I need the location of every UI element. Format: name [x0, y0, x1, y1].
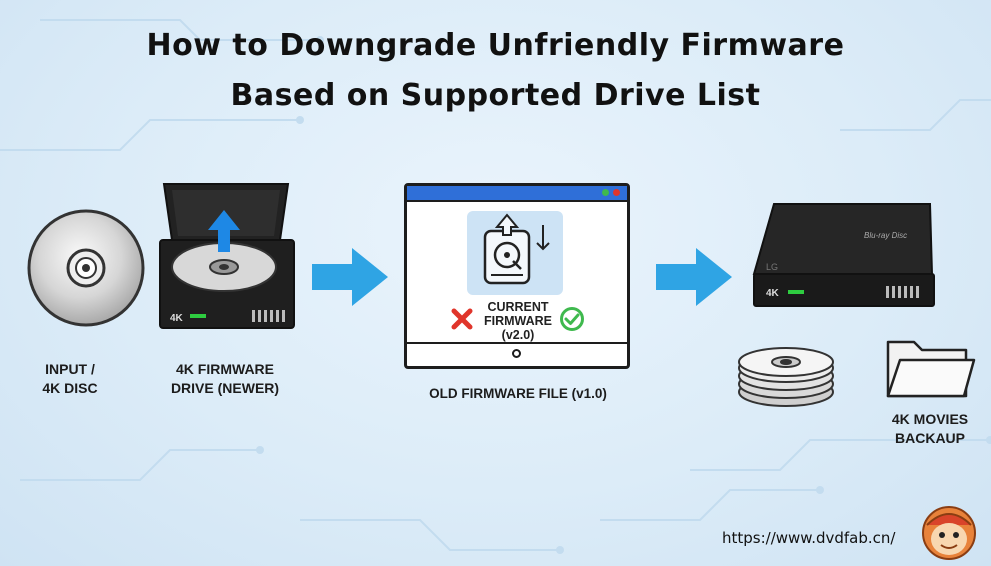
- drive-brand-label: LG: [766, 262, 778, 272]
- firmware-text-line3: (v2.0): [501, 328, 535, 342]
- watermark-url: https://www.dvdfab.cn/: [722, 529, 896, 547]
- step4-label-line1: 4K MOVIES: [891, 411, 969, 427]
- check-circle-icon: [560, 307, 584, 331]
- firmware-window: CURRENT FIRMWARE (v2.0): [404, 183, 630, 369]
- window-red-dot: [613, 189, 620, 196]
- window-green-dot: [602, 189, 609, 196]
- firmware-icon-panel: [467, 211, 563, 295]
- window-home-button: [512, 349, 521, 358]
- flow-arrow-1: [312, 248, 388, 306]
- firmware-text-line1: CURRENT: [487, 300, 549, 314]
- disc-icon: [27, 209, 145, 327]
- step3-label: OLD FIRMWARE FILE (v1.0): [429, 386, 607, 401]
- flow-arrow-2: [656, 248, 732, 306]
- step2-label-line2: DRIVE (NEWER): [170, 380, 280, 396]
- title-line-2: Based on Supported Drive List: [230, 78, 761, 113]
- cross-icon: [451, 308, 473, 330]
- window-footer: [407, 342, 627, 366]
- bluray-drive-icon: Blu-ray Disc LG 4K: [752, 203, 935, 307]
- open-drive-icon: 4K: [159, 183, 295, 329]
- firmware-text-line2: FIRMWARE: [483, 314, 553, 328]
- monkey-mascot-icon: [922, 506, 976, 560]
- hard-drive-upload-icon: [483, 213, 550, 285]
- step4-label-line2: BACKAUP: [895, 430, 965, 446]
- window-titlebar: [407, 186, 627, 202]
- title-line-1: How to Downgrade Unfriendly Firmware: [146, 28, 845, 63]
- step1-label-line2: 4K DISC: [42, 380, 98, 396]
- bluray-badge-4k: 4K: [766, 288, 780, 299]
- disc-stack-icon: [738, 347, 834, 407]
- folder-icon: [886, 340, 976, 398]
- drive-badge-4k: 4K: [170, 313, 184, 324]
- step1-label-line1: INPUT /: [45, 361, 95, 377]
- bluray-logo: Blu-ray Disc: [864, 231, 907, 240]
- step2-label-line1: 4K FIRMWARE: [176, 361, 274, 377]
